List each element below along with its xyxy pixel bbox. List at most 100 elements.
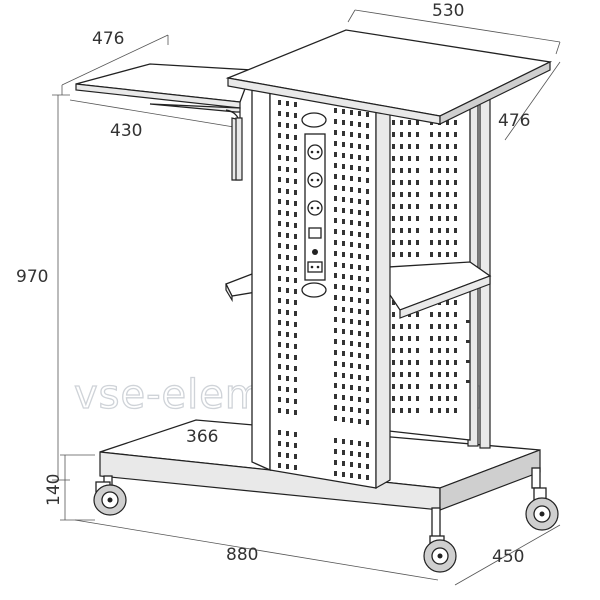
- perforation-slot: [294, 399, 297, 404]
- perforation-slot: [278, 287, 281, 292]
- socket-icon: [307, 172, 323, 188]
- perforation-slot: [454, 168, 457, 173]
- perforation-slot: [408, 132, 411, 137]
- perforation-slot: [358, 144, 361, 149]
- perforation-slot: [366, 145, 369, 150]
- perforation-slot: [416, 360, 419, 365]
- perforation-slot: [392, 360, 395, 365]
- dimension-lines: [52, 9, 561, 586]
- perforation-slot: [430, 156, 433, 161]
- perforation-slot: [392, 252, 395, 257]
- perforation-slot: [416, 192, 419, 197]
- perforation-slot: [350, 473, 353, 478]
- dimension-labels: 476 530 476 430 970 366 140 880 450: [16, 1, 530, 567]
- perforation-slot: [334, 185, 337, 190]
- perforation-slot: [446, 180, 449, 185]
- perforation-slot: [334, 383, 337, 388]
- perforation-slot: [408, 384, 411, 389]
- perforation-slot: [334, 295, 337, 300]
- perforation-slot: [350, 231, 353, 236]
- perforation-slot: [350, 319, 353, 324]
- perforation-slot: [334, 207, 337, 212]
- perforation-slot: [430, 252, 433, 257]
- perforation-slot: [342, 329, 345, 334]
- perforation-slot: [408, 156, 411, 161]
- perforation-slot: [392, 336, 395, 341]
- perforation-slot: [286, 145, 289, 150]
- perforation-slot: [294, 344, 297, 349]
- perforation-slot: [454, 348, 457, 353]
- perforation-slot: [278, 375, 281, 380]
- perforation-slot: [438, 240, 441, 245]
- perforation-slot: [278, 320, 281, 325]
- perforation-slot: [358, 276, 361, 281]
- perforation-slot: [438, 228, 441, 233]
- perforation-slot: [366, 211, 369, 216]
- perforation-slot: [446, 372, 449, 377]
- perforation-slot: [430, 216, 433, 221]
- perforation-slot: [350, 286, 353, 291]
- perforation-slot: [358, 243, 361, 248]
- perforation-slot: [278, 232, 281, 237]
- perforation-slot: [278, 254, 281, 259]
- perforation-slot: [278, 221, 281, 226]
- perforation-slot: [400, 228, 403, 233]
- perforation-slot: [286, 409, 289, 414]
- dim-side-shelf-depth: 476: [92, 29, 124, 49]
- perforation-slot: [430, 360, 433, 365]
- perforation-slot: [358, 408, 361, 413]
- perforation-slot: [416, 180, 419, 185]
- perforation-slot: [334, 141, 337, 146]
- perforation-slot: [446, 324, 449, 329]
- perforation-slot: [334, 361, 337, 366]
- perforation-slot: [392, 216, 395, 221]
- perforation-slot: [278, 331, 281, 336]
- perforation-slot: [446, 168, 449, 173]
- perforation-slot: [278, 243, 281, 248]
- perforation-slot: [358, 221, 361, 226]
- perforation-slot: [294, 432, 297, 437]
- top-shelf: [225, 29, 553, 125]
- perforation-slot: [334, 240, 337, 245]
- perforation-slot: [342, 450, 345, 455]
- perforation-slot: [454, 132, 457, 137]
- perforation-slot: [294, 179, 297, 184]
- perforation-slot: [438, 336, 441, 341]
- perforation-slot: [408, 336, 411, 341]
- perforation-slot: [416, 168, 419, 173]
- perforation-slot: [366, 475, 369, 480]
- perforation-slot: [294, 234, 297, 239]
- perforation-slot: [430, 192, 433, 197]
- perforation-slot: [446, 216, 449, 221]
- perforation-slot: [334, 251, 337, 256]
- perforation-slot: [454, 396, 457, 401]
- perforation-slot: [286, 156, 289, 161]
- perforation-slot: [400, 324, 403, 329]
- perforation-slot: [366, 343, 369, 348]
- perforation-slot: [446, 396, 449, 401]
- perforation-slot: [350, 132, 353, 137]
- perforation-slot: [342, 340, 345, 345]
- perforation-slot: [438, 156, 441, 161]
- perforation-slot: [294, 267, 297, 272]
- perforation-slot: [366, 453, 369, 458]
- perforation-slot: [350, 187, 353, 192]
- perforation-slot: [286, 398, 289, 403]
- perforation-slot: [278, 364, 281, 369]
- perforation-slot: [430, 372, 433, 377]
- caster-wheel-front-right: [423, 535, 457, 573]
- perforation-slot: [366, 420, 369, 425]
- perforation-slot: [294, 278, 297, 283]
- dim-side-shelf-width: 430: [110, 121, 142, 141]
- perforation-slot: [350, 418, 353, 423]
- perforation-slot: [342, 252, 345, 257]
- perforation-slot: [358, 419, 361, 424]
- perforation-slot: [392, 204, 395, 209]
- perforation-slot: [342, 241, 345, 246]
- perforation-slot: [342, 263, 345, 268]
- perforation-slot: [294, 146, 297, 151]
- perforation-slot: [438, 132, 441, 137]
- perforation-slot: [430, 336, 433, 341]
- perforation-slot: [446, 300, 449, 305]
- perforation-slot: [342, 406, 345, 411]
